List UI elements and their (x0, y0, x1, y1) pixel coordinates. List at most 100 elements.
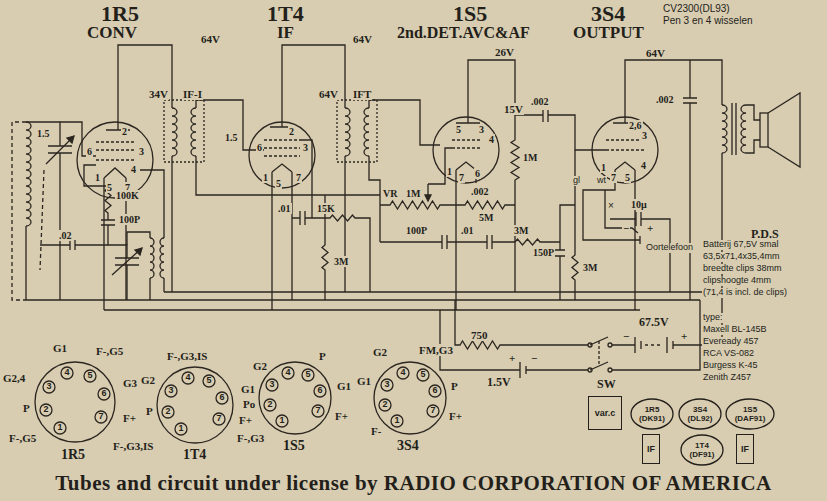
component-label: F+ (334, 410, 349, 422)
tube-circle: 1T4(DF91) (680, 434, 724, 466)
component-label: 3 (641, 130, 648, 141)
note-text: gl (572, 176, 581, 186)
component-label: G2 (252, 360, 268, 372)
component-label: 3M (333, 256, 349, 267)
component-label: 1M (405, 188, 421, 199)
node-label: 1S5 (735, 405, 766, 414)
pin-number: 6 (218, 393, 225, 403)
component-label: P (450, 380, 459, 392)
circle-outline-shape (726, 399, 774, 429)
node-label: (DL92) (688, 414, 713, 423)
component-label: F-,G3,IS (166, 350, 208, 362)
component-label: .002 (530, 96, 550, 107)
node-text: 1S5(DAF91) (735, 405, 766, 423)
component-label: F-,G5 (95, 345, 124, 357)
component-label: 5 (275, 178, 282, 189)
note-text: Zenith Z457 (702, 373, 752, 383)
component-label: 4 (488, 134, 495, 145)
pin-number: 3 (45, 382, 52, 392)
pin-number: 2 (381, 400, 388, 410)
node-label: (DF91) (690, 450, 715, 459)
component-label: G2 (140, 374, 156, 386)
tube-heading: 1T4 (182, 447, 207, 462)
component-label: 2 (121, 126, 128, 137)
note-text: 63,5x71,4x35,4mm (702, 252, 781, 262)
tube-circle: 3S4(DL92) (678, 398, 722, 430)
note-text: Maxell BL-145B (702, 325, 768, 335)
component-label: 64V (645, 47, 666, 59)
component-label: 3 (478, 124, 485, 135)
component-label: 1.5V (486, 376, 512, 389)
tube-heading: OUTPUT (572, 24, 645, 43)
pin-number: 3 (383, 380, 390, 390)
component-label: 3 (138, 146, 145, 157)
component-label: IFT (352, 88, 372, 100)
tube-circle: 1R5(DK91) (630, 398, 674, 430)
pin-number: 3 (167, 386, 174, 396)
component-label: G1 (356, 375, 372, 387)
pin-number: 1 (56, 423, 63, 433)
circle-outline-shape (681, 435, 723, 465)
component-label: 6 (256, 142, 263, 153)
note-text: Batterij 67,5V smal (702, 240, 780, 250)
component-label: + (646, 222, 654, 234)
component-label: F+ (238, 414, 253, 426)
tube-circle: 1S5(DAF91) (725, 398, 775, 430)
note-text: CV2300(DL93) (662, 3, 731, 14)
component-label: P (22, 402, 31, 414)
pin-number: 7 (314, 406, 321, 416)
component-label: 15V (503, 103, 524, 115)
component-label: 5 (106, 182, 113, 193)
component-label: 1.5 (36, 128, 51, 139)
tube-heading: 2nd.DET.AVC&AF (396, 24, 531, 42)
note-text: RCA VS-082 (702, 349, 755, 359)
node-label: var.c (595, 408, 616, 418)
tube-heading: 3S4 (590, 2, 626, 26)
component-label: SW (596, 378, 617, 391)
component-label: G2,4 (2, 372, 26, 384)
component-label: 15K (316, 203, 336, 214)
pin-number: 7 (429, 406, 436, 416)
component-label: .002 (470, 186, 490, 197)
note-text: type: (702, 313, 724, 323)
component-label: F+ (448, 410, 463, 422)
circle-outline-shape (631, 399, 673, 429)
node-text: var.c (595, 408, 616, 418)
node-label: 1T4 (690, 441, 715, 450)
component-label: G1 (336, 380, 352, 392)
component-label: 10μ (630, 199, 648, 210)
note-text: wt (596, 176, 607, 186)
component-label: F- (370, 425, 382, 437)
component-label: 2 (288, 126, 295, 137)
note-text: (71,4 is incl. de clips) (702, 288, 788, 298)
component-label: 3 (302, 142, 309, 153)
component-label: 7 (610, 172, 617, 183)
component-box: var.c (588, 396, 622, 430)
component-box: IF (642, 434, 660, 464)
component-label: 26V (494, 46, 515, 58)
node-text: 1R5(DK91) (639, 405, 665, 423)
component-label: − (622, 330, 630, 342)
component-label: 64V (352, 33, 373, 45)
component-label: 750 (470, 329, 489, 341)
pin-number: 4 (399, 368, 406, 378)
component-label: 5 (455, 124, 462, 135)
component-label: 5 (624, 172, 631, 183)
component-label: 1 (600, 162, 607, 173)
node-label: IF (647, 444, 655, 454)
component-label: G2 (372, 346, 388, 358)
component-label: 100P (118, 214, 141, 225)
component-label: 1 (262, 172, 269, 183)
component-label: 6 (86, 146, 93, 157)
pin-number: 2 (266, 400, 273, 410)
component-label: − (622, 222, 630, 234)
component-label: 34V (148, 88, 169, 100)
note-text: Oortelefoon (645, 243, 694, 253)
pin-number: 5 (205, 376, 212, 386)
note-text: × (607, 200, 615, 211)
component-label: 7 (295, 172, 302, 183)
component-label: 150P (532, 247, 555, 258)
node-label: IF (741, 444, 749, 454)
node-text: IF (647, 444, 655, 454)
